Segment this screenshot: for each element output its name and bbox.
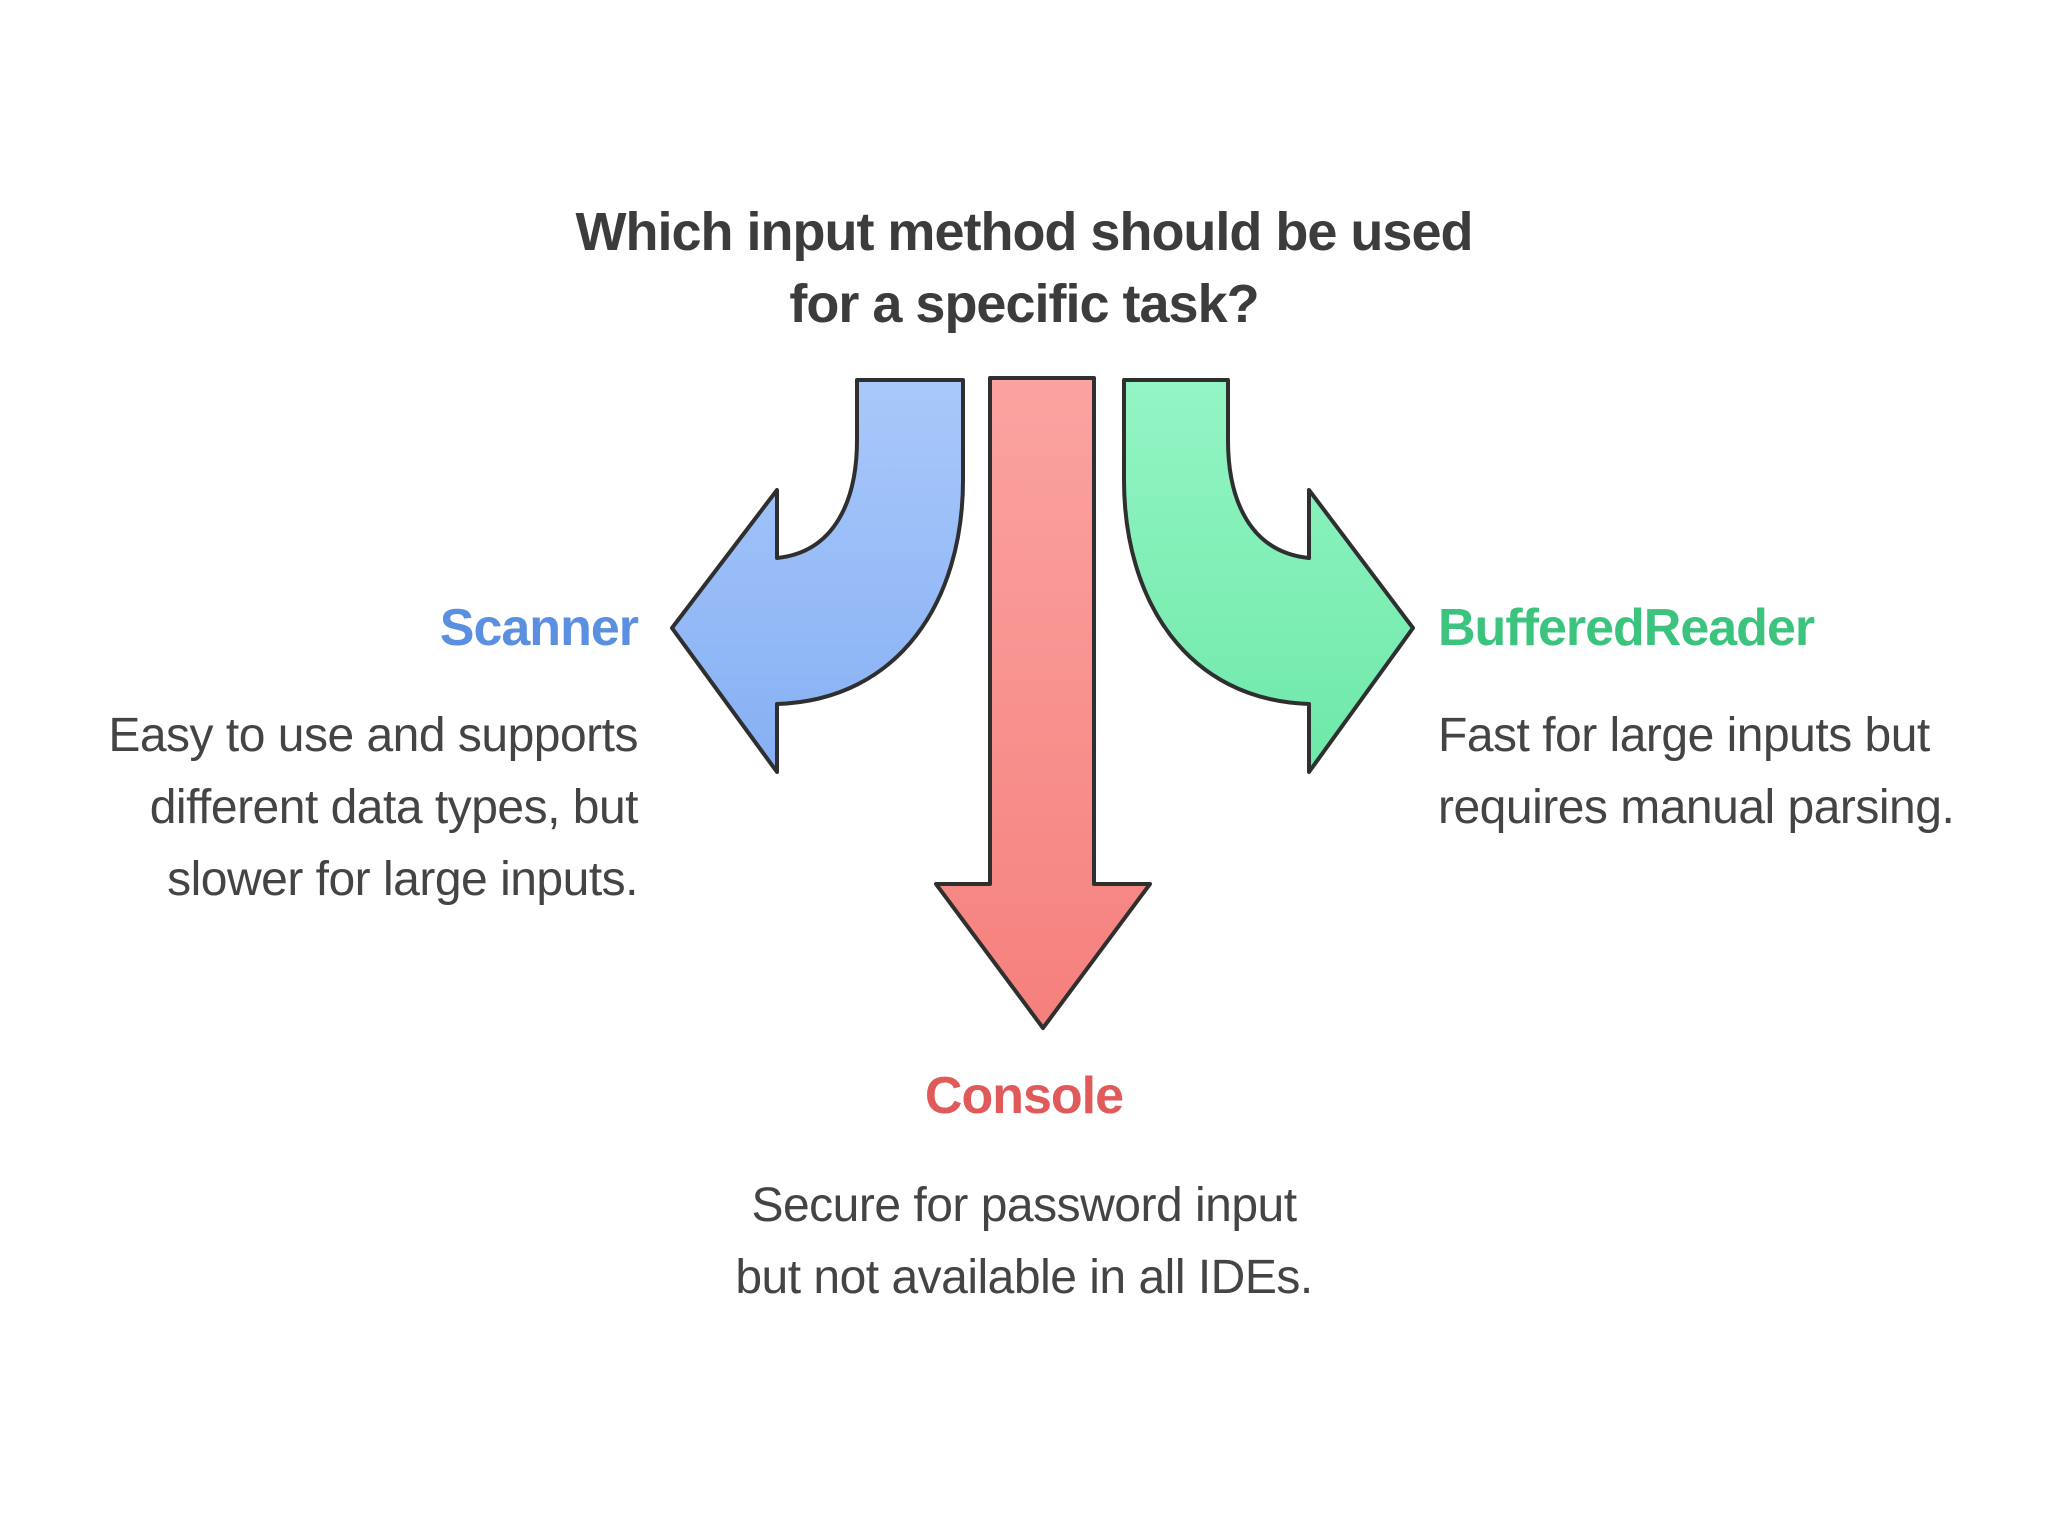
question-line-2: for a specific task? bbox=[789, 274, 1259, 334]
scanner-desc-line-3: slower for large inputs. bbox=[167, 853, 638, 906]
bufferedreader-desc-line-1: Fast for large inputs but bbox=[1438, 709, 1930, 762]
question-line-1: Which input method should be used bbox=[575, 202, 1474, 262]
console-desc-line-1: Secure for password input bbox=[751, 1179, 1297, 1232]
bufferedreader-title: BufferedReader bbox=[1438, 599, 1815, 657]
scanner-desc-line-2: different data types, but bbox=[149, 781, 639, 834]
curved-arrow-left-icon bbox=[670, 378, 965, 774]
scanner-desc-line-1: Easy to use and supports bbox=[108, 709, 638, 762]
console-desc-line-2: but not available in all IDEs. bbox=[735, 1251, 1313, 1304]
console-description: Secure for password input but not availa… bbox=[674, 1170, 1374, 1314]
bufferedreader-description: Fast for large inputs but requires manua… bbox=[1438, 700, 1998, 844]
curved-arrow-right-icon bbox=[1122, 378, 1415, 774]
console-title: Console bbox=[924, 1067, 1124, 1125]
bufferedreader-desc-line-2: requires manual parsing. bbox=[1438, 781, 1955, 834]
arrow-down-icon bbox=[934, 376, 1152, 1030]
scanner-description: Easy to use and supports different data … bbox=[78, 700, 638, 916]
question-heading: Which input method should be used for a … bbox=[524, 196, 1524, 340]
scanner-title: Scanner bbox=[439, 599, 639, 657]
